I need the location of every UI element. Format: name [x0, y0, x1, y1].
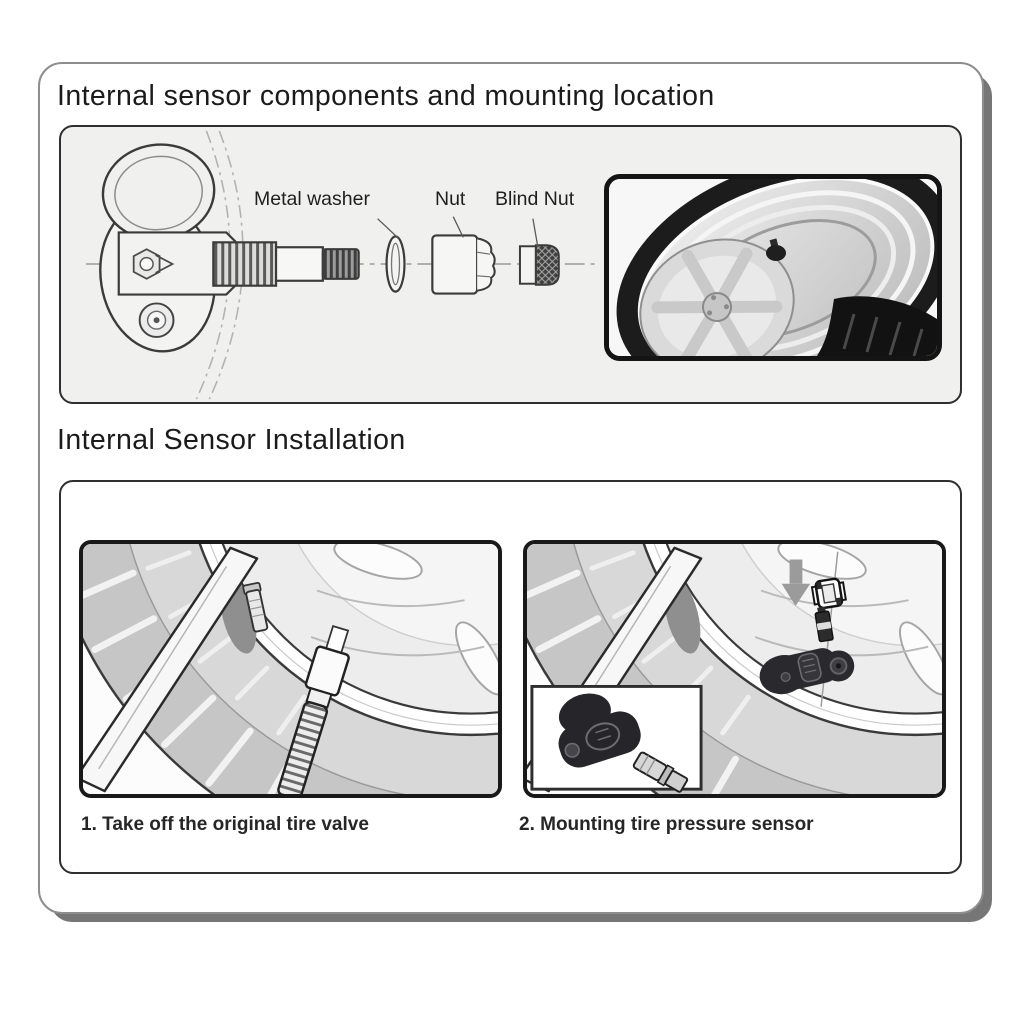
tpms-sensor-drawing [759, 648, 855, 695]
label-blind-nut: Blind Nut [495, 188, 575, 210]
valve-core-piece [814, 606, 834, 643]
step1-illustration [79, 540, 502, 798]
step2-caption: 2. Mounting tire pressure sensor [519, 814, 814, 835]
instruction-sheet: Internal sensor components and mounting … [38, 62, 984, 914]
label-metal-washer: Metal washer [254, 188, 370, 210]
label-nut: Nut [435, 188, 466, 210]
valve-removal-tool [277, 625, 350, 794]
valve-dot [766, 238, 786, 261]
remove-valve-illustration [83, 544, 498, 794]
sensor-closeup-inset [530, 684, 703, 793]
mount-sensor-illustration [527, 544, 942, 794]
mounted-sensor-wheel-photo [604, 174, 942, 361]
metal-washer-drawing [385, 235, 406, 293]
blind-nut-drawing [518, 244, 560, 286]
sensor-valve-stem [632, 751, 689, 793]
tpms-sensor-side-drawing [99, 143, 360, 353]
tire-valve-stem [242, 581, 269, 633]
sensor-components-diagram [85, 130, 595, 400]
section2-title: Internal Sensor Installation [57, 424, 406, 456]
components-panel: Metal washer Nut Blind Nut [59, 125, 962, 404]
valve-nut-piece [810, 577, 847, 610]
step2-illustration [523, 540, 946, 798]
wheel-face [639, 238, 795, 356]
down-arrow-icon [781, 559, 811, 607]
nut-drawing [431, 234, 496, 295]
installation-panel: 1. Take off the original tire valve 2. M… [59, 480, 962, 874]
step1-caption: 1. Take off the original tire valve [81, 814, 369, 835]
wheel-photo-illustration [609, 179, 937, 356]
section1-title: Internal sensor components and mounting … [57, 80, 715, 112]
